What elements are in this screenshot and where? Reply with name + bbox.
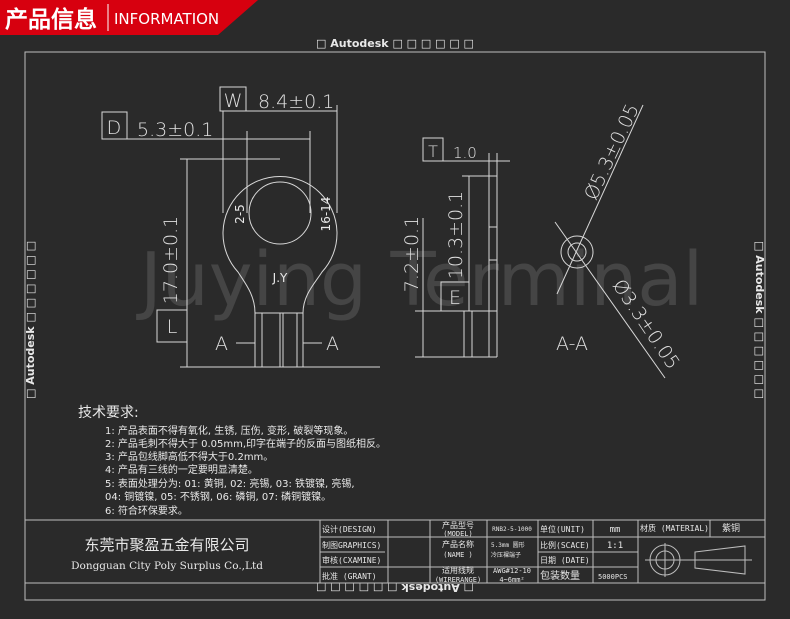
frame-label-top: □ Autodesk □ □ □ □ □ □	[316, 37, 474, 50]
model-label-en: (MODEL)	[443, 530, 473, 538]
t-label-box	[422, 137, 444, 162]
terminal-outline	[222, 175, 338, 368]
d-label: D	[107, 117, 122, 139]
header-title-cn: 产品信息	[5, 6, 97, 33]
wire-label: 适用线规	[442, 565, 474, 575]
l-value: 17.0±0.1	[160, 216, 182, 304]
l-label: L	[167, 316, 178, 338]
wire-range-left-mark: 2-5	[233, 204, 247, 224]
front-view: W 8.4±0.1 D 5.3±0.1 L 17.0±0.1 2-5 16-14…	[101, 86, 380, 368]
t-value: 1.0	[453, 144, 477, 162]
requirements-title: 技术要求:	[78, 405, 139, 421]
graphics-label: 制图GRAPHICS)	[322, 540, 381, 550]
company-name-en: Dongguan City Poly Surplus Co.,Ltd	[71, 560, 263, 572]
requirement-item: 3: 产品包线脚高低不得大于0.2mm。	[105, 450, 273, 463]
requirement-item: 04: 铜镀镍, 05: 不锈钢, 06: 磷铜, 07: 磷铜镀镍。	[105, 490, 331, 503]
name-value-2: 冷压裸端子	[491, 551, 521, 559]
requirement-item: 2: 产品毛刺不得大于 0.05mm,印字在端子的反面与图纸相反。	[105, 437, 386, 450]
section-inner-circle	[567, 242, 587, 262]
section-outer-circle	[560, 235, 594, 269]
watermark: Juying Terminal	[136, 237, 703, 323]
examine-label: 审核(CXAMINE)	[322, 555, 381, 565]
section-label: A-A	[556, 333, 588, 355]
company-name-cn: 东莞市聚盈五金有限公司	[84, 536, 249, 554]
grant-label: 批准 (GRANT)	[322, 571, 377, 581]
wire-label-en: (WIRERANGE)	[435, 576, 481, 584]
pack-value: 5000PCS	[598, 573, 628, 581]
header-title-en: INFORMATION	[114, 10, 219, 28]
name-label: 产品名称	[442, 539, 474, 549]
material-label: 材质 (MATERIAL)	[640, 523, 709, 533]
wire-value-1: AWG#12-10	[493, 567, 531, 575]
requirement-item: 5: 表面处理分为: 01: 黄铜, 02: 亮锡, 03: 铁镀镍, 亮锡,	[105, 477, 355, 490]
projection-symbol-icon	[645, 543, 752, 577]
section-a-left: A	[215, 333, 228, 355]
section-a-right: A	[326, 333, 339, 355]
unit-value: mm	[610, 525, 621, 535]
name-label-en: (NAME )	[443, 551, 473, 559]
l-label-box	[156, 309, 188, 343]
model-label: 产品型号	[442, 520, 474, 530]
frame-label-bottom: □ Autodesk □ □ □ □ □ □	[316, 581, 474, 594]
e-value: 10.3±0.1	[445, 191, 467, 279]
frame-label-right: □ Autodesk □ □ □ □ □ □	[753, 241, 766, 399]
header-banner	[0, 0, 258, 35]
drawing-border	[24, 51, 766, 601]
date-label: 日期 (DATE)	[540, 556, 590, 565]
w-value: 8.4±0.1	[258, 91, 334, 113]
t-label: T	[428, 142, 438, 161]
brand-mark: J.Y	[272, 271, 288, 285]
e-label: E	[449, 287, 461, 309]
terminal-hole	[248, 181, 312, 245]
title-block: 东莞市聚盈五金有限公司 Dongguan City Poly Surplus C…	[25, 519, 765, 584]
outer-diameter: Ø5.3±0.05	[580, 100, 644, 203]
model-value: RNB2-5-1000	[492, 526, 532, 533]
frame-label-left: □ Autodesk □ □ □ □ □ □	[24, 241, 37, 399]
name-value-1: 5.3mm 圆形	[491, 541, 525, 549]
wire-value-2: 4~6mm²	[499, 576, 524, 584]
design-label: 设计(DESIGN)	[322, 524, 377, 534]
h-value: 7.2±0.1	[401, 216, 423, 292]
requirement-item: 1: 产品表面不得有氧化, 生锈, 压伤, 变形, 破裂等现象。	[105, 424, 353, 437]
pack-label: 包装数量	[540, 569, 580, 582]
material-value: 紫铜	[722, 522, 740, 534]
scale-label: 比例(SCACE)	[540, 540, 590, 550]
requirement-item: 6: 符合环保要求。	[105, 504, 188, 517]
requirement-item: 4: 产品有三线的一定要明显清楚。	[105, 463, 258, 476]
w-label: W	[224, 90, 243, 112]
wire-range-right-mark: 16-14	[319, 197, 333, 232]
technical-requirements: 技术要求: 1: 产品表面不得有氧化, 生锈, 压伤, 变形, 破裂等现象。 2…	[78, 405, 386, 517]
unit-label: 单位(UNIT)	[540, 524, 585, 534]
side-view: T 1.0 10.3±0.1 E 7.2±0.1	[401, 137, 510, 358]
scale-value: 1:1	[607, 541, 623, 551]
d-value: 5.3±0.1	[137, 119, 213, 141]
